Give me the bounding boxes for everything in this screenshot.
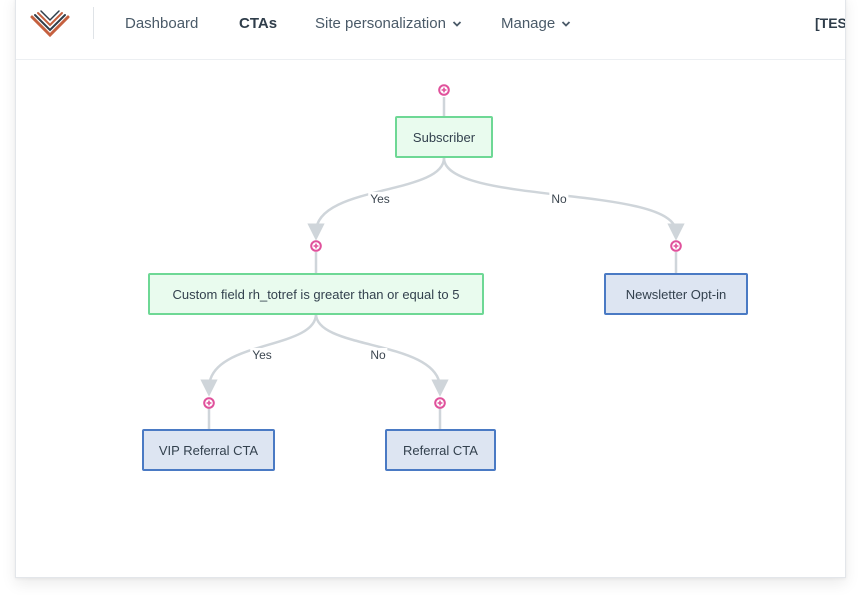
add-step-icon[interactable] <box>434 397 446 409</box>
node-custom-field-condition[interactable]: Custom field rh_totref is greater than o… <box>148 273 484 315</box>
node-subscriber[interactable]: Subscriber <box>395 116 493 158</box>
account-menu[interactable]: [TES <box>815 15 846 31</box>
add-step-icon[interactable] <box>670 240 682 252</box>
nav-dashboard[interactable]: Dashboard <box>125 15 198 32</box>
nav-manage-label: Manage <box>501 15 556 32</box>
brand-logo-icon[interactable] <box>28 9 72 41</box>
edge-label-yes: Yes <box>250 348 274 362</box>
edge-label-no: No <box>549 192 569 206</box>
nav-ctas[interactable]: CTAs <box>239 15 277 32</box>
edge-label-no: No <box>368 348 388 362</box>
nav-dashboard-label: Dashboard <box>125 15 199 32</box>
connector-line <box>200 313 318 397</box>
add-step-icon[interactable] <box>310 240 322 252</box>
nav-ctas-label: CTAs <box>239 15 278 32</box>
add-step-icon[interactable] <box>438 84 450 96</box>
node-vip-referral-cta[interactable]: VIP Referral CTA <box>142 429 275 471</box>
edge-label-yes: Yes <box>368 192 392 206</box>
connector-line <box>307 157 446 241</box>
chevron-down-icon <box>562 20 571 27</box>
node-referral-cta[interactable]: Referral CTA <box>385 429 496 471</box>
nav-manage[interactable]: Manage <box>501 15 571 32</box>
chevron-down-icon <box>452 20 462 27</box>
nav-divider <box>93 7 94 39</box>
connector-line <box>314 313 449 397</box>
top-navbar: Dashboard CTAs Site personalization Mana… <box>16 0 845 60</box>
nav-site-personalization-label: Site personalization <box>315 15 446 32</box>
nav-site-personalization[interactable]: Site personalization <box>315 15 462 32</box>
add-step-icon[interactable] <box>203 397 215 409</box>
node-newsletter-opt-in[interactable]: Newsletter Opt-in <box>604 273 748 315</box>
